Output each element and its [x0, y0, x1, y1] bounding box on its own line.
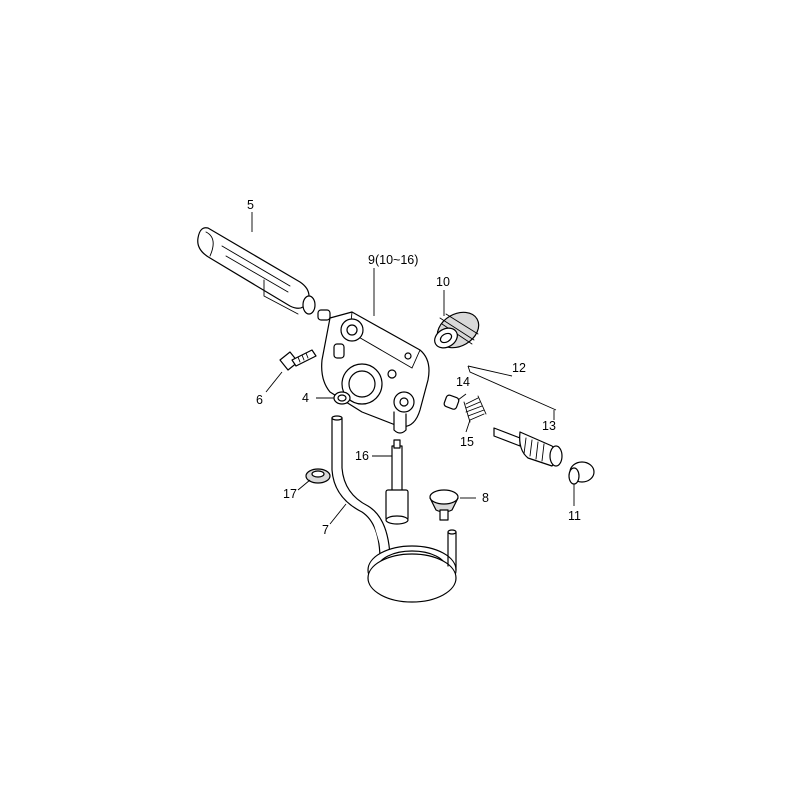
callout-15: 15	[460, 435, 474, 449]
part-8-strainer	[429, 489, 459, 521]
callout-14: 14	[456, 375, 470, 389]
leader-lines	[251, 212, 575, 525]
part-7-oil-hose	[331, 415, 457, 603]
part-11-cap	[568, 461, 595, 485]
callout-7: 7	[322, 523, 329, 537]
callout-6: 6	[256, 393, 263, 407]
callout-16: 16	[355, 449, 369, 463]
callout-8: 8	[482, 491, 489, 505]
callout-11: 11	[568, 509, 581, 523]
callout-4: 4	[302, 391, 309, 405]
part-10-worm	[434, 311, 480, 349]
part-13-plunger	[493, 427, 563, 467]
callout-9: 9(10~16)	[368, 253, 418, 267]
callout-13: 13	[542, 419, 556, 433]
part-16-pipe-fitting	[385, 439, 409, 525]
part-17-grommet	[305, 468, 331, 484]
part-4-o-ring	[333, 391, 351, 405]
part-14-plunger-cap	[443, 394, 460, 410]
part-6-bolt	[279, 349, 317, 371]
callout-12: 12	[512, 361, 526, 375]
part-9-pump-body	[317, 309, 430, 434]
part-5-oil-guide	[197, 227, 316, 315]
callout-10: 10	[436, 275, 450, 289]
callout-5: 5	[247, 198, 254, 212]
callout-17: 17	[283, 487, 297, 501]
part-15-spring	[463, 395, 487, 423]
